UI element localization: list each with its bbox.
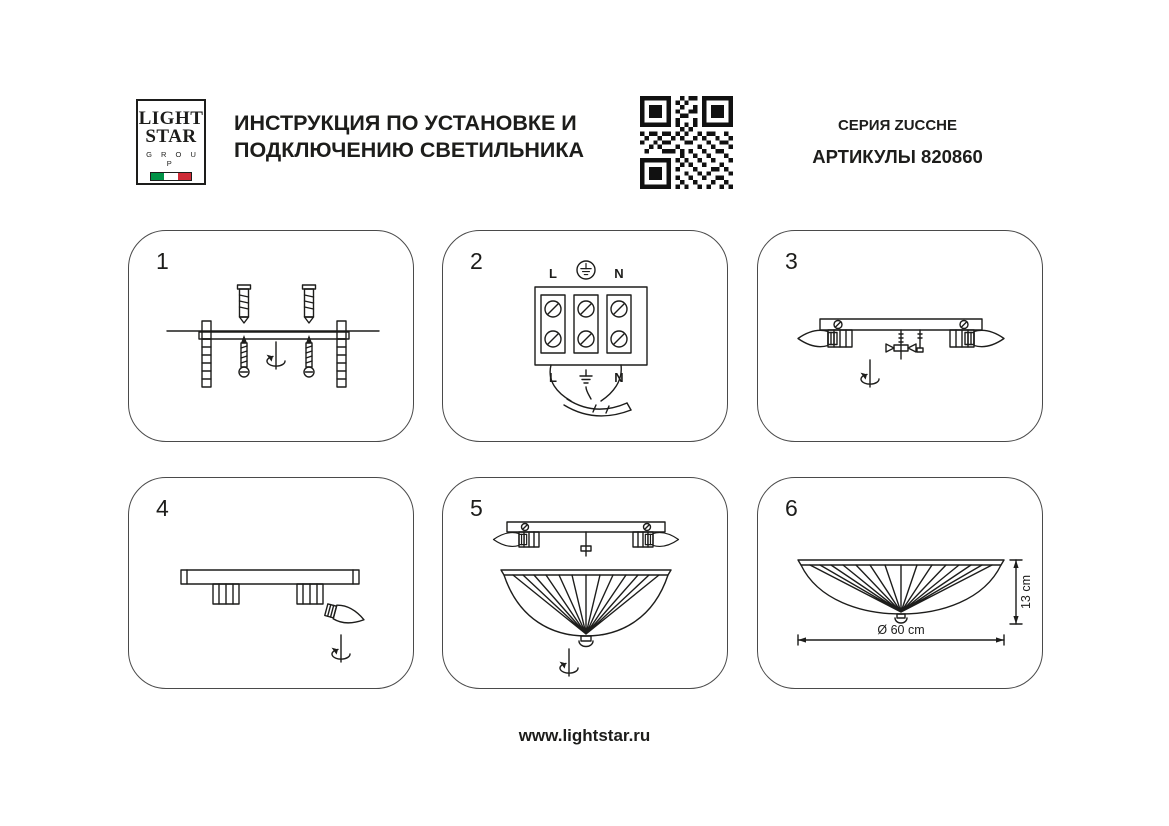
height-label: 13 cm bbox=[1019, 575, 1033, 609]
terminal-screw-icon bbox=[577, 300, 595, 318]
step-number-2: 2 bbox=[470, 248, 483, 274]
step-4-diagram bbox=[180, 569, 367, 663]
title-line-2: ПОДКЛЮЧЕНИЮ СВЕТИЛЬНИКА bbox=[234, 138, 585, 162]
step-panel-1: 1 bbox=[128, 230, 414, 442]
supply-wires bbox=[549, 364, 632, 417]
terminal-block bbox=[534, 286, 648, 366]
turn-arrow-icon bbox=[330, 634, 351, 663]
article-number: АРТИКУЛЫ 820860 bbox=[812, 146, 983, 167]
mounting-bar bbox=[819, 318, 983, 331]
logo-text-group: G R O U P bbox=[146, 150, 200, 168]
screw-icon bbox=[238, 334, 250, 378]
qr-code bbox=[640, 96, 733, 189]
center-stud-and-wing-nut bbox=[885, 329, 917, 360]
step-panel-2: 2 L N L N bbox=[442, 230, 728, 442]
step-2-diagram: L N L N bbox=[534, 260, 648, 417]
page-title: ИНСТРУКЦИЯ ПО УСТАНОВКЕ И ПОДКЛЮЧЕНИЮ СВ… bbox=[234, 110, 644, 164]
italian-flag-icon bbox=[150, 172, 192, 181]
terminal-label-l-top: L bbox=[549, 266, 557, 281]
step-1-diagram bbox=[166, 284, 380, 388]
step-panel-4: 4 bbox=[128, 477, 414, 689]
candle-bulb-icon bbox=[964, 329, 1005, 348]
terminal-screw-icon bbox=[544, 300, 562, 318]
finial-knob bbox=[578, 635, 594, 648]
series-label: СЕРИЯ ZUCCHE bbox=[837, 117, 958, 134]
mounting-bar bbox=[180, 569, 360, 585]
step-number-3: 3 bbox=[785, 248, 798, 274]
step-number-6: 6 bbox=[785, 495, 798, 521]
step-6-diagram: Ø 60 cm 13 cm bbox=[797, 559, 1033, 646]
mounting-bar bbox=[506, 521, 666, 533]
turn-arrow-icon bbox=[265, 341, 286, 370]
lamp-socket-right bbox=[296, 583, 324, 605]
website-url: www.lightstar.ru bbox=[518, 726, 651, 745]
height-dimension: 13 cm bbox=[1009, 559, 1033, 625]
center-stud bbox=[580, 531, 592, 557]
terminal-screw-icon bbox=[610, 330, 628, 348]
candle-bulb-icon bbox=[797, 329, 838, 348]
terminal-label-n-bottom: N bbox=[614, 370, 623, 385]
mounting-strap bbox=[198, 320, 350, 340]
turn-arrow-icon bbox=[558, 648, 579, 677]
candle-bulb-icon bbox=[323, 601, 367, 629]
step-panel-6: 6 Ø 60 cm bbox=[757, 477, 1043, 689]
product-info: СЕРИЯ ZUCCHE АРТИКУЛЫ 820860 bbox=[775, 117, 1020, 168]
center-screw bbox=[916, 329, 924, 353]
turn-arrow-icon bbox=[859, 359, 880, 388]
terminal-label-n-top: N bbox=[614, 266, 623, 281]
earth-icon bbox=[579, 369, 593, 384]
diameter-dimension: Ø 60 cm bbox=[797, 623, 1005, 646]
logo-text-star: STAR bbox=[145, 126, 197, 147]
candle-bulb-icon bbox=[492, 531, 528, 548]
step-number-5: 5 bbox=[470, 495, 483, 521]
terminal-screw-icon bbox=[610, 300, 628, 318]
step-number-1: 1 bbox=[156, 248, 169, 274]
threaded-post-left bbox=[201, 338, 212, 388]
wall-plug-icon bbox=[236, 284, 252, 324]
screw-icon bbox=[303, 334, 315, 378]
step-panel-5: 5 bbox=[442, 477, 728, 689]
earth-icon bbox=[576, 260, 596, 280]
terminal-screw-icon bbox=[544, 330, 562, 348]
lightstar-logo: LIGHT STAR G R O U P bbox=[136, 99, 206, 185]
candle-bulb-icon bbox=[644, 531, 680, 548]
step-number-4: 4 bbox=[156, 495, 169, 521]
finished-fixture bbox=[797, 559, 1005, 624]
step-5-diagram bbox=[492, 521, 680, 677]
glass-shade bbox=[500, 569, 672, 637]
step-3-diagram bbox=[797, 318, 1005, 388]
diameter-label: Ø 60 cm bbox=[877, 623, 924, 637]
terminal-label-l-bottom: L bbox=[549, 370, 557, 385]
wall-plug-icon bbox=[301, 284, 317, 324]
title-line-1: ИНСТРУКЦИЯ ПО УСТАНОВКЕ И bbox=[234, 111, 577, 135]
lamp-socket-left bbox=[212, 583, 240, 605]
threaded-post-right bbox=[336, 338, 347, 388]
logo-text-light: LIGHT bbox=[138, 108, 204, 129]
step-panel-3: 3 bbox=[757, 230, 1043, 442]
terminal-screw-icon bbox=[577, 330, 595, 348]
